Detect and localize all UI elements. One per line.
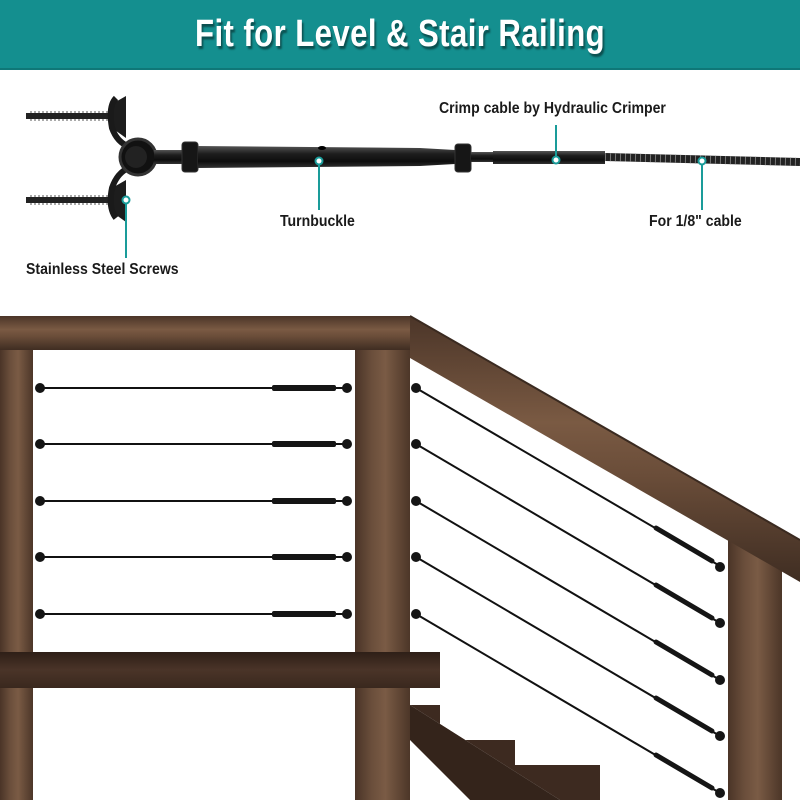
post-right [728,540,782,800]
callout-markers [121,125,707,258]
level-cables [35,383,352,619]
banner-title: Fit for Level & Stair Railing [194,12,606,55]
callout-screws-label: Stainless Steel Screws [26,261,179,278]
screw-top-icon [26,95,135,151]
hardware-diagram: Crimp cable by Hydraulic Crimper Turnbuc… [0,70,800,300]
level-and-stair-railing-image [0,315,800,800]
post-middle [355,350,410,800]
railing-illustration [0,300,800,800]
screw-bottom-icon [26,163,135,222]
deck-board [0,652,440,688]
post-left [0,350,33,800]
callout-cable-label: For 1/8" cable [649,213,742,230]
callout-turnbuckle-label: Turnbuckle [280,213,355,230]
title-banner: Fit for Level & Stair Railing [0,0,800,70]
stair-cables [411,383,725,798]
callout-crimp-label: Crimp cable by Hydraulic Crimper [439,100,666,117]
handrail-level [0,316,410,350]
handrail-stair [410,316,800,582]
turnbuckle-assembly-illustration [26,95,800,258]
